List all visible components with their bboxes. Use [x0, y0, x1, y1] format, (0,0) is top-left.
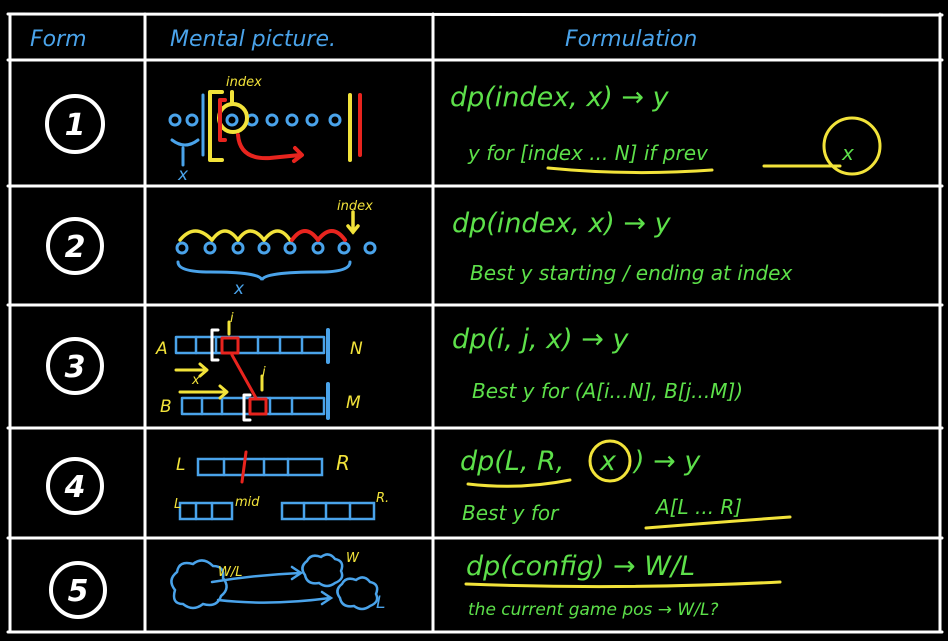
form-1-number: 1 [65, 108, 86, 143]
row-5-w-label: W [346, 551, 360, 566]
row-4-l2-label: L [174, 497, 181, 512]
row-1-formula: dp(index, x) → y [450, 82, 670, 113]
row-3-desc: Best y for (A[i...N], B[j...M]) [472, 379, 743, 403]
row-3-m-label: M [346, 393, 361, 413]
row-3-i-label: i [230, 311, 234, 326]
row-2-desc: Best y starting / ending at index [470, 261, 792, 285]
row-1-index-label: index [226, 75, 262, 90]
form-2-number: 2 [65, 230, 86, 265]
row-1-desc: y for [index ... N] if prev [467, 141, 709, 165]
form-3-circle [46, 337, 104, 395]
row-2-x-label: x [233, 279, 245, 299]
row-5-picture [170, 553, 379, 611]
form-3-number: 3 [65, 350, 86, 385]
form-1-circle [45, 94, 105, 154]
row-3-j-label: j [260, 365, 266, 380]
cloud-3-icon [336, 576, 379, 611]
row-4-desc-underline [644, 515, 792, 530]
form-4-circle [46, 457, 104, 515]
form-4-number: 4 [64, 470, 86, 505]
row-1-x-label: x [177, 165, 189, 185]
row-2-picture [175, 210, 377, 281]
row-4-r2-label: R. [376, 491, 389, 506]
row-4-desc-pre: Best y for [462, 501, 560, 525]
header-form: Form [30, 27, 87, 52]
row-4-underline [466, 478, 572, 488]
form-5-circle [49, 561, 107, 619]
cloud-1-icon [170, 559, 228, 610]
row-5-underline [464, 580, 782, 589]
row-4-picture [178, 450, 376, 521]
row-3-formula: dp(i, j, x) → y [452, 324, 629, 355]
row-1-circled-x: x [841, 141, 854, 165]
row-3-b-label: B [160, 397, 172, 417]
row-5-formula: dp(config) → W/L [466, 551, 695, 582]
row-1-highlight [546, 116, 882, 176]
row-4-x-circle [588, 439, 632, 483]
row-4-desc-highlight: A[L ... R] [654, 495, 742, 519]
row-4-l-label: L [176, 455, 185, 475]
form-number-circles [45, 94, 107, 619]
row-3-x-label: x [191, 373, 200, 388]
row-4-formula-pre: dp(L, R, [460, 446, 564, 477]
row-4-r-label: R [336, 451, 350, 475]
cloud-2-icon [301, 553, 344, 588]
row-4-circled-x: x [599, 446, 617, 477]
row-5-wl-label: W/L [218, 565, 242, 580]
row-3-n-label: N [350, 339, 363, 359]
row-3-picture [174, 320, 330, 422]
header-mental-picture: Mental picture. [170, 27, 336, 52]
row-4-formula-post: ) → y [632, 446, 701, 477]
row-2-formula: dp(index, x) → y [452, 208, 672, 239]
row-1-picture [168, 90, 362, 167]
table-grid [6, 12, 944, 634]
row-5-desc: the current game pos → W/L? [468, 600, 718, 620]
form-5-number: 5 [68, 574, 89, 609]
row-5-l-label: L [376, 593, 385, 613]
form-2-circle [46, 217, 104, 275]
row-3-a-label: A [155, 339, 168, 359]
header-formulation: Formulation [565, 27, 697, 52]
row-2-index-label: index [337, 199, 373, 214]
row-4-mid-label: mid [235, 495, 260, 510]
